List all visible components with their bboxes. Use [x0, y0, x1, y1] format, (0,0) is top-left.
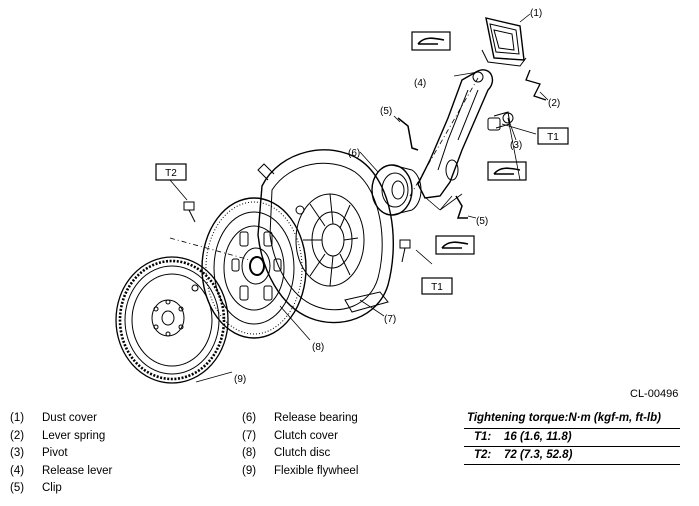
- torque-row: T1:16 (1.6, 11.8): [464, 429, 680, 447]
- lever-spring: [525, 69, 547, 101]
- bolt-t2: [183, 201, 196, 223]
- legend-item: (5)Clip: [10, 482, 62, 494]
- legend-item: (2)Lever spring: [10, 429, 106, 442]
- flywheel: [115, 256, 229, 384]
- svg-text:T2: T2: [165, 168, 177, 179]
- torque-title: Tightening torque:N·m (kgf-m, ft-lb): [464, 410, 680, 429]
- callout-9: (9): [234, 374, 246, 385]
- legend-item: (4)Release lever: [10, 464, 113, 477]
- legend-item: (7)Clutch cover: [242, 429, 338, 442]
- figure-code: CL-00496: [630, 388, 679, 400]
- release-bearing: [371, 164, 422, 216]
- legend-item: (9)Flexible flywheel: [242, 464, 359, 477]
- torque-table: Tightening torque:N·m (kgf-m, ft-lb) T1:…: [464, 410, 680, 465]
- legend-middle: (6)Release bearing (7)Clutch cover (8)Cl…: [242, 410, 358, 480]
- clutch-cover: [257, 149, 394, 324]
- legend-item: (6)Release bearing: [242, 412, 358, 424]
- clutch-exploded-diagram: T1 T1 T2 (1) (2) (3) (4) (5) (5) (6) (7)…: [115, 8, 569, 385]
- svg-text:T1: T1: [547, 132, 559, 143]
- callout-8: (8): [312, 342, 324, 353]
- torque-box-t1-upper: T1: [537, 127, 569, 145]
- legend-item: (3)Pivot: [10, 447, 68, 459]
- release-lever: [417, 69, 494, 199]
- legend-item: (8)Clutch disc: [242, 447, 331, 459]
- callout-4: (4): [414, 78, 426, 89]
- callout-7: (7): [384, 314, 396, 325]
- torque-row: T2:72 (7.3, 52.8): [464, 447, 680, 465]
- callout-6: (6): [348, 148, 360, 159]
- clip-lower: [455, 195, 468, 219]
- grease-icon: [411, 31, 451, 51]
- callout-1: (1): [530, 8, 542, 19]
- torque-box-t1-lower: T1: [421, 277, 453, 295]
- callout-3: (3): [510, 140, 522, 151]
- grease-icon: [487, 161, 527, 181]
- legend-left: (1)Dust cover (2)Lever spring (3)Pivot (…: [10, 410, 112, 498]
- bolt-t1: [399, 239, 411, 263]
- callout-2: (2): [548, 98, 560, 109]
- callout-5-lower: (5): [476, 216, 488, 227]
- torque-box-t2: T2: [155, 163, 187, 181]
- grease-icon: [435, 235, 475, 255]
- dust-cover: [481, 17, 527, 67]
- clip-upper: [397, 117, 419, 151]
- legend-item: (1)Dust cover: [10, 412, 97, 424]
- leader-lines: [169, 13, 549, 383]
- callout-5-upper: (5): [380, 106, 392, 117]
- clutch-disc: [201, 197, 307, 339]
- pivot: [487, 111, 514, 131]
- svg-text:T1: T1: [431, 282, 443, 293]
